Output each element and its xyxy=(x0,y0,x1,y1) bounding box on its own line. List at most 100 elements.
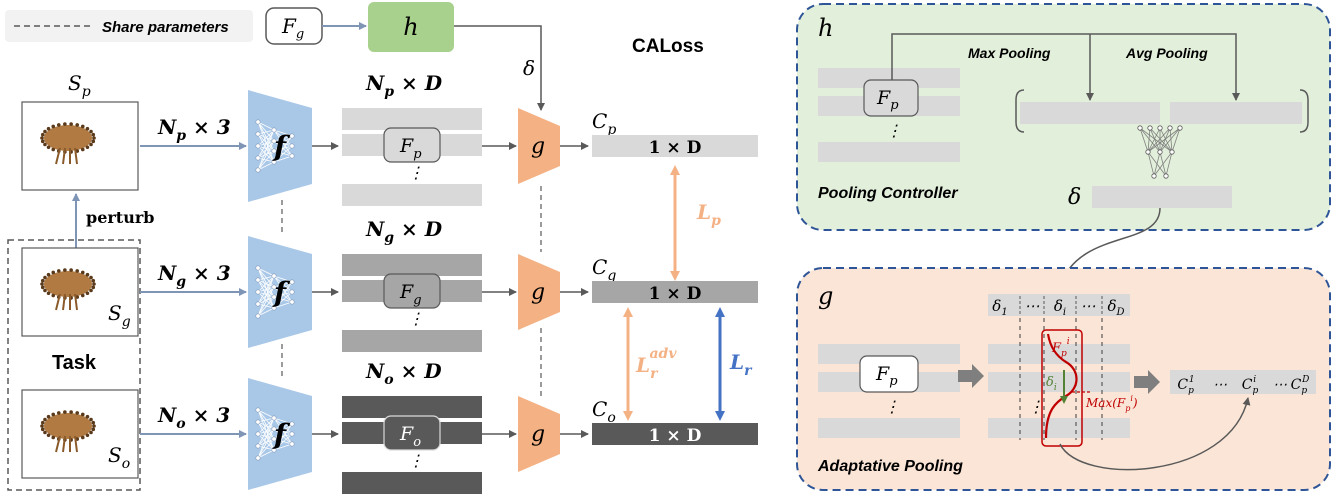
h-feat-box xyxy=(863,79,919,117)
g-output-items: Cp1⋯Cpi⋯CpD xyxy=(1177,375,1309,396)
output-item: ⋯ xyxy=(1213,377,1227,393)
pooling-g xyxy=(518,108,560,184)
output-vector xyxy=(592,423,758,445)
feature-label: Fo xyxy=(399,423,421,450)
h-box xyxy=(368,2,454,52)
task-label: Task xyxy=(52,352,97,374)
feature-row xyxy=(342,184,482,206)
h-feat-row-1 xyxy=(818,68,960,88)
pooling-controller-caption: Pooling Controller xyxy=(818,185,958,202)
g-pool-row-2 xyxy=(988,372,1130,392)
feature-size-label: No × D xyxy=(365,359,442,388)
max-to-output-arrow xyxy=(1059,397,1251,471)
delta-strip-item: ⋯ xyxy=(1081,297,1096,315)
delta-strip-item: δD xyxy=(1107,297,1124,318)
output-item: Cpi xyxy=(1242,375,1259,396)
adaptive-pooling-caption: Adaptative Pooling xyxy=(817,458,963,475)
caloss-title: CALoss xyxy=(632,36,704,57)
feature-dots: ⋮ xyxy=(408,309,424,328)
pooling-label: g xyxy=(531,280,545,305)
pooling-label: g xyxy=(531,134,545,159)
g-feat-label: Fp xyxy=(875,363,898,389)
output-item: ⋯ xyxy=(1273,377,1287,393)
h-feat-dots: ⋮ xyxy=(886,121,902,140)
g-feat-row-1 xyxy=(818,344,960,364)
point-cloud-icon xyxy=(40,122,96,165)
g-feat-dots: ⋮ xyxy=(884,397,900,416)
h-feat-label: Fp xyxy=(876,87,899,113)
h-to-g-arrow xyxy=(454,25,545,111)
output-item: CpD xyxy=(1291,375,1310,396)
legend-box xyxy=(5,10,253,42)
feature-row xyxy=(342,396,482,418)
g-feat-row-3 xyxy=(818,418,960,438)
delta-symbol: δ xyxy=(523,56,535,80)
feature-box xyxy=(383,273,441,309)
pooling-g xyxy=(518,396,560,472)
pooling-controller-panel: h Fp ⋮ Max Pooling Avg Pooling δ Pooling… xyxy=(796,3,1331,231)
feature-size-label: Np × D xyxy=(365,71,443,100)
output-vector-label: 1 × D xyxy=(649,426,702,446)
g-output-vector xyxy=(1170,370,1316,394)
h-bracket-right xyxy=(1299,89,1309,133)
max-label: Max(Fpi) xyxy=(1085,394,1138,413)
delta-strip-item: δ1 xyxy=(992,297,1007,318)
output-vector xyxy=(592,135,758,157)
shape-label: Sp xyxy=(68,71,91,100)
g-pool-to-output-arrow xyxy=(1134,370,1160,394)
output-vector-label: 1 × D xyxy=(649,138,702,158)
encoder-mesh-icon xyxy=(255,119,295,173)
feature-dots: ⋮ xyxy=(408,163,424,182)
g-pool-dots: ⋮ xyxy=(1028,397,1044,416)
feature-box xyxy=(383,415,441,451)
ladv-label: Lradv xyxy=(635,346,677,382)
fpi-label: Fpi xyxy=(1051,337,1070,359)
h-feat-to-avgpool-arrow xyxy=(891,33,1240,101)
output-label: Cp xyxy=(592,109,616,138)
legend-label: Share parameters xyxy=(102,19,229,36)
h-panel-title: h xyxy=(818,14,833,42)
output-item: Cp1 xyxy=(1177,375,1194,396)
feature-label: Fg xyxy=(399,281,422,308)
delta-i-label: δi xyxy=(1046,375,1057,393)
g-feat-to-pool-arrow xyxy=(958,364,984,388)
output-label: Co xyxy=(592,397,616,426)
lp-label: Lp xyxy=(696,200,721,229)
delta-strip-item: δi xyxy=(1054,297,1066,318)
output-label: Cg xyxy=(592,255,616,284)
fg-input-label: Fg xyxy=(281,14,304,42)
g-pool-row-3 xyxy=(988,418,1130,438)
h-delta-symbol: δ xyxy=(1068,185,1081,210)
delta-strip-items: δ1 ⋯ δi ⋯ δD xyxy=(992,296,1125,318)
perturb-label: perturb xyxy=(86,208,154,227)
mlp-icon xyxy=(1137,125,1183,179)
feature-label: Fp xyxy=(399,135,422,162)
feature-row xyxy=(342,254,482,276)
legend: Share parameters xyxy=(5,10,253,42)
g-panel-title: g xyxy=(818,282,833,310)
feature-row xyxy=(342,108,482,130)
output-vector xyxy=(592,281,758,303)
adaptive-pooling-panel: g δ1⋯δi⋯δD Fp ⋮ ⋮ Fpi δi Max(Fpi) Cp1⋯Cp… xyxy=(796,267,1331,491)
feature-row xyxy=(342,472,482,494)
feature-dots: ⋮ xyxy=(408,451,424,470)
encoder-mesh-icon xyxy=(255,407,295,461)
g-feat-box xyxy=(859,355,919,393)
input-size-label: No × 3 xyxy=(157,403,230,432)
max-pooling-label: Max Pooling xyxy=(968,45,1051,61)
feature-row xyxy=(342,330,482,352)
g-pool-row-1 xyxy=(988,344,1130,364)
feature-size-label: Ng × D xyxy=(365,217,443,246)
feature-box xyxy=(383,127,441,163)
encoder-mesh-icon xyxy=(255,265,295,319)
input-size-label: Np × 3 xyxy=(157,115,231,144)
max-pool-result xyxy=(1020,102,1160,124)
shape-label: So xyxy=(108,443,130,472)
delta-strip-item: ⋯ xyxy=(1025,297,1040,315)
output-vector-label: 1 × D xyxy=(649,284,702,304)
lr-label: Lr xyxy=(729,350,753,379)
delta-vector xyxy=(1092,186,1232,208)
